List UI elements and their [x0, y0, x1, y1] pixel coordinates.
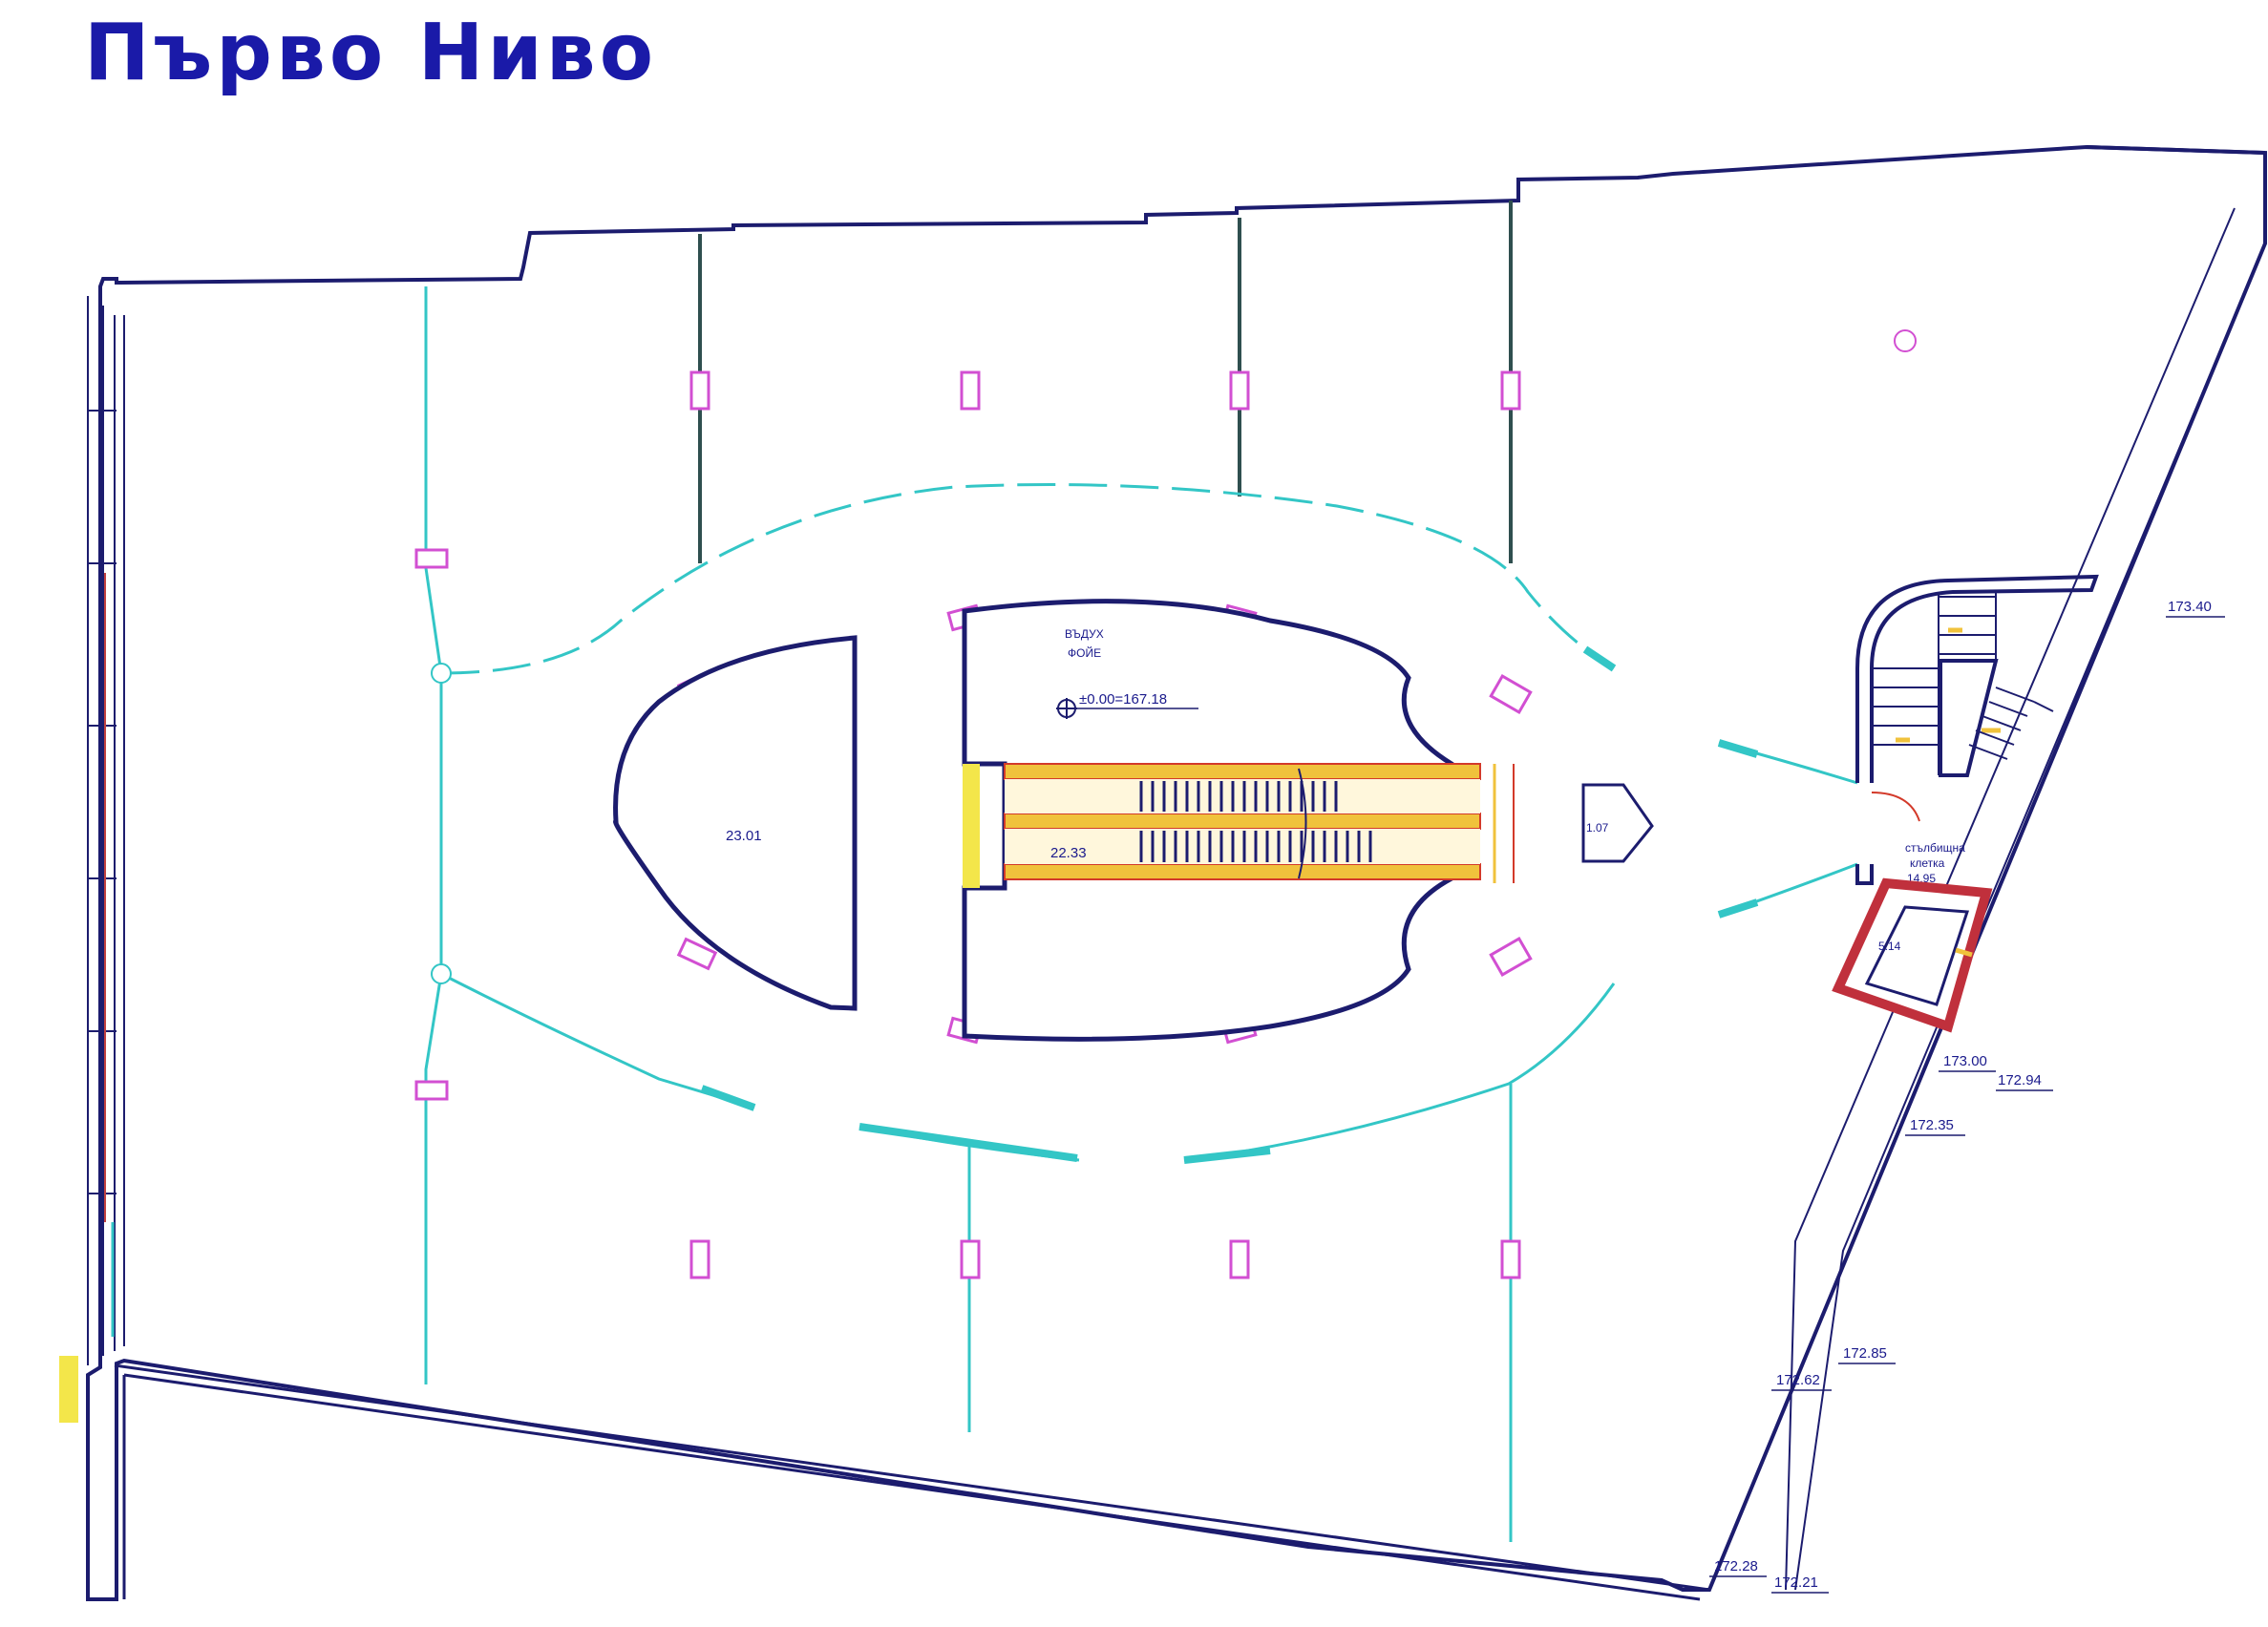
hall-area-label: 23.01 [726, 828, 762, 844]
hall-outline [613, 635, 858, 1011]
level-mark-label: ±0.00=167.18 [1079, 691, 1167, 708]
elevator-shaft [1832, 877, 1993, 1033]
elevation-label: 172.94 [1998, 1072, 2042, 1088]
escalator-area-label: 22.33 [1050, 845, 1087, 861]
elevation-label: 172.28 [1714, 1558, 1758, 1574]
outer-stair-flight [1968, 687, 2054, 760]
right-edge-inner [2086, 145, 2266, 155]
elevation-label: 172.62 [1776, 1372, 1820, 1388]
foyer-label-line1: ВЪДУХ [1065, 627, 1104, 641]
left-facade [87, 296, 125, 1365]
elevation-label: 172.21 [1774, 1574, 1818, 1591]
kiosk-area-label: 1.07 [1586, 821, 1609, 835]
stair-core [1855, 574, 2099, 885]
shaft-area-label: 5.14 [1878, 940, 1901, 953]
elevation-label: 172.85 [1843, 1345, 1887, 1362]
kiosk-outline [1581, 783, 1654, 863]
stair-label-line1: стълбищна [1905, 841, 1965, 855]
stair-landing [1939, 659, 1999, 777]
stair-yellow-marks [1896, 627, 2001, 743]
escalators [963, 763, 1515, 888]
foyer-label-line2: ФОЙЕ [1068, 645, 1101, 660]
level-mark-icon [1056, 698, 1077, 719]
elevation-label: 172.35 [1910, 1117, 1954, 1133]
right-diagonal-inner [1785, 207, 2236, 1591]
elevation-label: 173.40 [2168, 599, 2212, 615]
elevation-label: 173.00 [1943, 1053, 1987, 1069]
stair-label-line2: клетка [1910, 856, 1945, 870]
door-swing [1871, 792, 1920, 822]
survey-point-icon [1894, 329, 1917, 352]
right-diagonal-outer [1794, 243, 2266, 1591]
facade-yellow-tag [59, 1356, 78, 1423]
cyan-partition-nodes [431, 663, 452, 984]
elevation-markers: 173.40 173.00 172.94 172.35 172.85 172.6… [1709, 599, 2225, 1594]
page-title: Първо Ниво [84, 8, 658, 98]
cyan-double-segments [700, 645, 1759, 1164]
bottom-wall [114, 1363, 1710, 1601]
